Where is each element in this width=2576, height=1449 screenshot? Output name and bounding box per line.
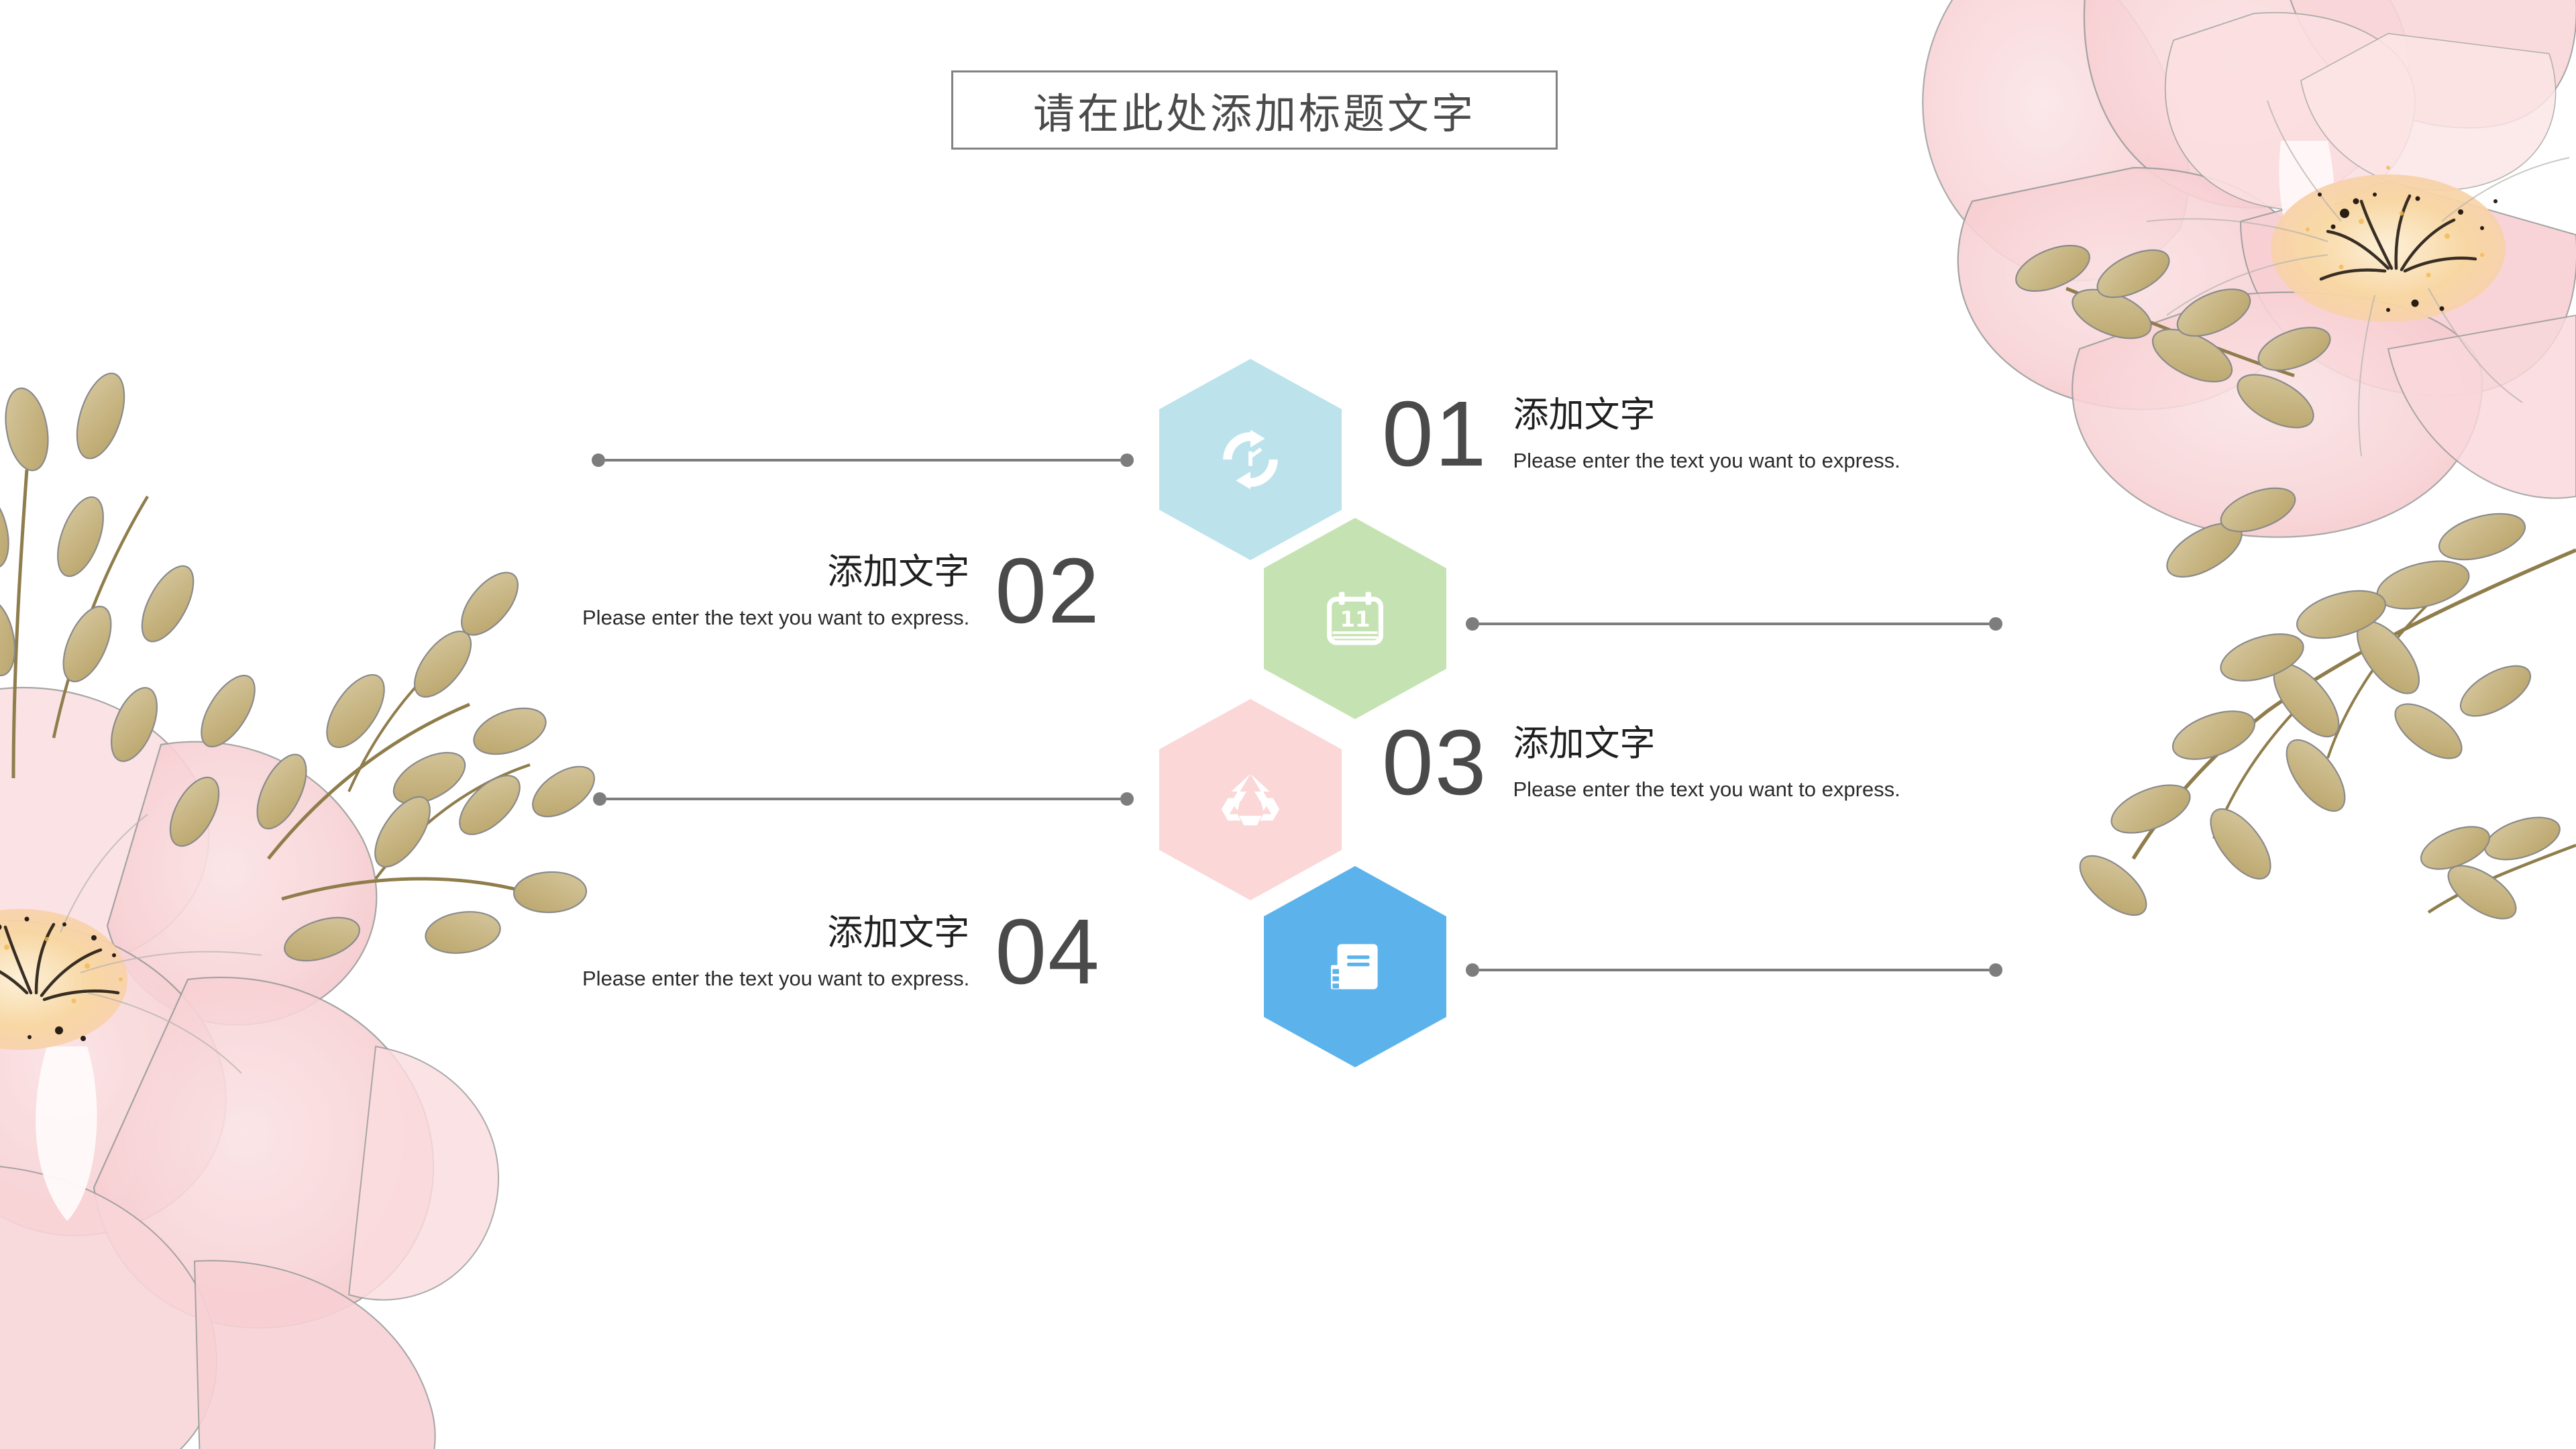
connector-dot-start xyxy=(593,792,606,806)
connector-line-02 xyxy=(1466,616,2002,632)
connector-dot-start xyxy=(1466,617,1479,631)
flower-bottom-left xyxy=(0,686,500,1449)
connector-dot-start xyxy=(1466,963,1479,977)
connector-rule xyxy=(606,798,1120,800)
step-number: 04 xyxy=(995,900,1101,1004)
step-copy: 添加文字 Please enter the text you want to e… xyxy=(582,552,969,630)
connector-rule xyxy=(605,459,1120,462)
recycle-icon xyxy=(1221,773,1280,826)
connector-dot-start xyxy=(592,453,605,467)
step-copy: 添加文字 Please enter the text you want to e… xyxy=(1513,724,1900,802)
step-copy: 添加文字 Please enter the text you want to e… xyxy=(582,913,969,991)
slide-title-box[interactable]: 请在此处添加标题文字 xyxy=(951,70,1558,150)
hexagon-step-02[interactable]: 11 xyxy=(1264,518,1446,719)
connector-dot-end xyxy=(1120,792,1134,806)
connector-rule xyxy=(1479,969,1989,971)
notebook-icon xyxy=(1331,944,1378,989)
step-heading: 添加文字 xyxy=(1513,394,1656,435)
connector-line-03 xyxy=(593,791,1134,807)
step-number: 03 xyxy=(1382,711,1488,814)
page-title: 请在此处添加标题文字 xyxy=(1032,91,1476,138)
step-heading: 添加文字 xyxy=(1513,723,1656,763)
calendar-icon: 11 xyxy=(1327,592,1383,645)
step-block-04: 添加文字 Please enter the text you want to e… xyxy=(582,906,1101,998)
connector-line-01 xyxy=(592,452,1134,468)
leaf-sprig-left-upper xyxy=(0,372,256,847)
step-body: Please enter the text you want to expres… xyxy=(582,605,970,629)
connector-dot-end xyxy=(1989,617,2002,631)
leaf-sprig-right-upper xyxy=(2015,245,2331,429)
step-number: 02 xyxy=(995,539,1101,643)
connector-line-04 xyxy=(1466,962,2002,978)
step-block-03: 03 添加文字 Please enter the text you want t… xyxy=(1382,716,1900,809)
step-number: 01 xyxy=(1382,382,1488,486)
step-body: Please enter the text you want to expres… xyxy=(1513,448,1900,472)
connector-dot-end xyxy=(1120,453,1134,467)
leaf-sprig-left-lower xyxy=(281,763,595,962)
connector-dot-end xyxy=(1989,963,2002,977)
step-body: Please enter the text you want to expres… xyxy=(1513,777,1900,801)
hexagon-step-03[interactable] xyxy=(1159,699,1342,900)
clock-refresh-icon xyxy=(1223,429,1278,490)
hexagon-step-04[interactable] xyxy=(1264,866,1446,1067)
leaf-sprig-right-middle xyxy=(2079,487,2576,916)
step-heading: 添加文字 xyxy=(827,912,970,953)
step-block-01: 01 添加文字 Please enter the text you want t… xyxy=(1382,388,1900,480)
calendar-day-label: 11 xyxy=(1340,606,1370,632)
step-heading: 添加文字 xyxy=(827,551,970,592)
step-copy: 添加文字 Please enter the text you want to e… xyxy=(1513,395,1900,473)
leaf-sprig-left-middle xyxy=(256,572,547,860)
connector-rule xyxy=(1479,623,1989,625)
step-block-02: 添加文字 Please enter the text you want to e… xyxy=(582,545,1101,637)
leaf-sprig-right-lower xyxy=(2420,816,2576,920)
hexagon-step-01[interactable] xyxy=(1159,359,1342,560)
flower-top-right xyxy=(1922,0,2576,538)
step-body: Please enter the text you want to expres… xyxy=(582,966,970,990)
